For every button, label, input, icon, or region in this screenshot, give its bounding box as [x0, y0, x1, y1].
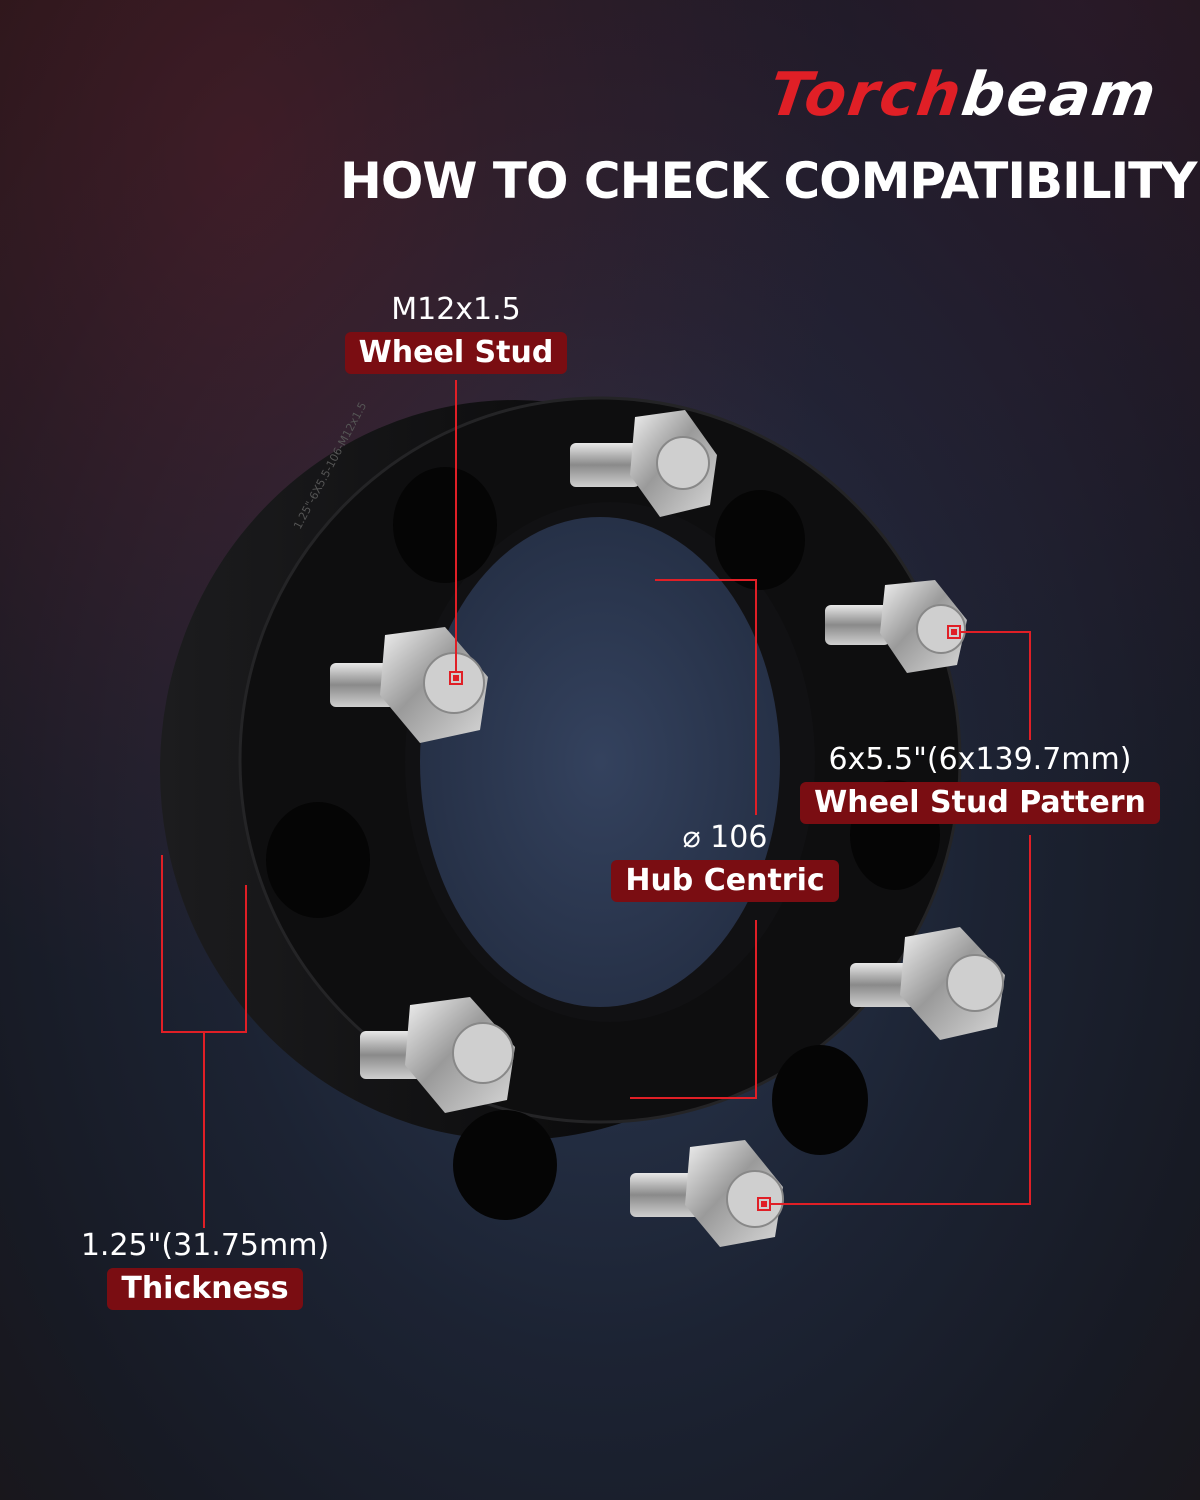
thickness-label: Thickness — [107, 1268, 303, 1310]
callout-wheel-stud: M12x1.5 Wheel Stud — [336, 290, 576, 374]
stud-pattern-label: Wheel Stud Pattern — [800, 782, 1160, 824]
stud-pattern-leader-bottom — [770, 835, 1031, 1205]
stud-hole — [393, 467, 497, 583]
stud-hole — [772, 1045, 868, 1155]
center-bore — [420, 517, 780, 1007]
hub-centric-leader-bottom — [630, 920, 757, 1099]
stud-marker — [453, 675, 459, 681]
callout-thickness: 1.25"(31.75mm) Thickness — [70, 1226, 340, 1310]
wheel-stud — [570, 410, 717, 517]
spacer-face-edge — [238, 396, 962, 1124]
callout-hub-centric: ⌀ 106 Hub Centric — [600, 818, 850, 902]
hub-centric-value: ⌀ 106 — [682, 820, 768, 855]
stud-hole — [715, 490, 805, 590]
wheel-stud — [360, 997, 515, 1113]
page-title: HOW TO CHECK COMPATIBILITY — [340, 152, 1198, 210]
stud-pattern-value: 6x5.5"(6x139.7mm) — [828, 742, 1132, 777]
wheel-stud — [850, 927, 1005, 1040]
stud-pattern-leader-top — [960, 631, 1031, 740]
wheel-stud — [825, 580, 967, 673]
hub-centric-label: Hub Centric — [611, 860, 839, 902]
stud-marker — [951, 629, 957, 635]
stud-marker — [761, 1201, 767, 1207]
callout-stud-pattern: 6x5.5"(6x139.7mm) Wheel Stud Pattern — [800, 740, 1160, 824]
wheel-stud-label: Wheel Stud — [344, 332, 568, 374]
wheel-stud — [630, 1140, 784, 1247]
hub-centric-leader-top — [655, 579, 757, 815]
stud-hole — [453, 1110, 557, 1220]
thickness-value: 1.25"(31.75mm) — [80, 1228, 330, 1263]
stud-hole — [266, 802, 370, 918]
wheel-stud-value: M12x1.5 — [391, 292, 521, 327]
